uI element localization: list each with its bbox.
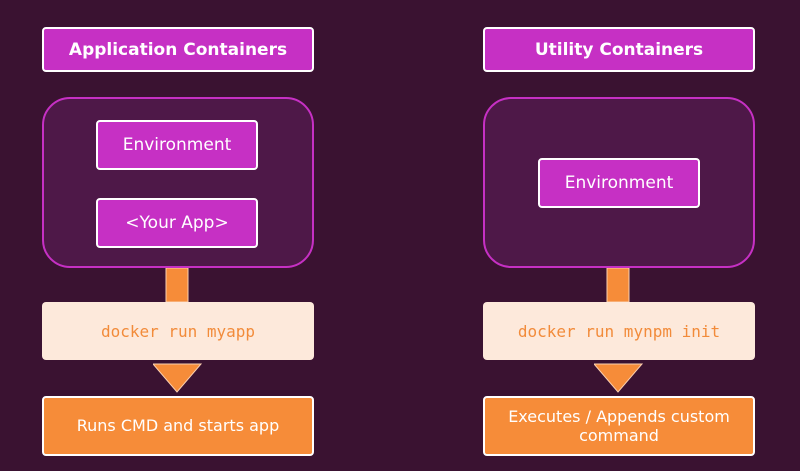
application-containers-title: Application Containers xyxy=(42,27,314,72)
right-command-box: docker run mynpm init xyxy=(483,302,755,360)
utility-container-box xyxy=(483,97,755,268)
left-result-box: Runs CMD and starts app xyxy=(42,396,314,456)
utility-containers-title: Utility Containers xyxy=(483,27,755,72)
your-app-box: <Your App> xyxy=(96,198,258,248)
left-arrow-down-icon xyxy=(153,268,203,393)
right-environment-box: Environment xyxy=(538,158,700,208)
left-environment-box: Environment xyxy=(96,120,258,170)
right-arrow-down-icon xyxy=(594,268,644,393)
right-result-box: Executes / Appends custom command xyxy=(483,396,755,456)
left-command-box: docker run myapp xyxy=(42,302,314,360)
